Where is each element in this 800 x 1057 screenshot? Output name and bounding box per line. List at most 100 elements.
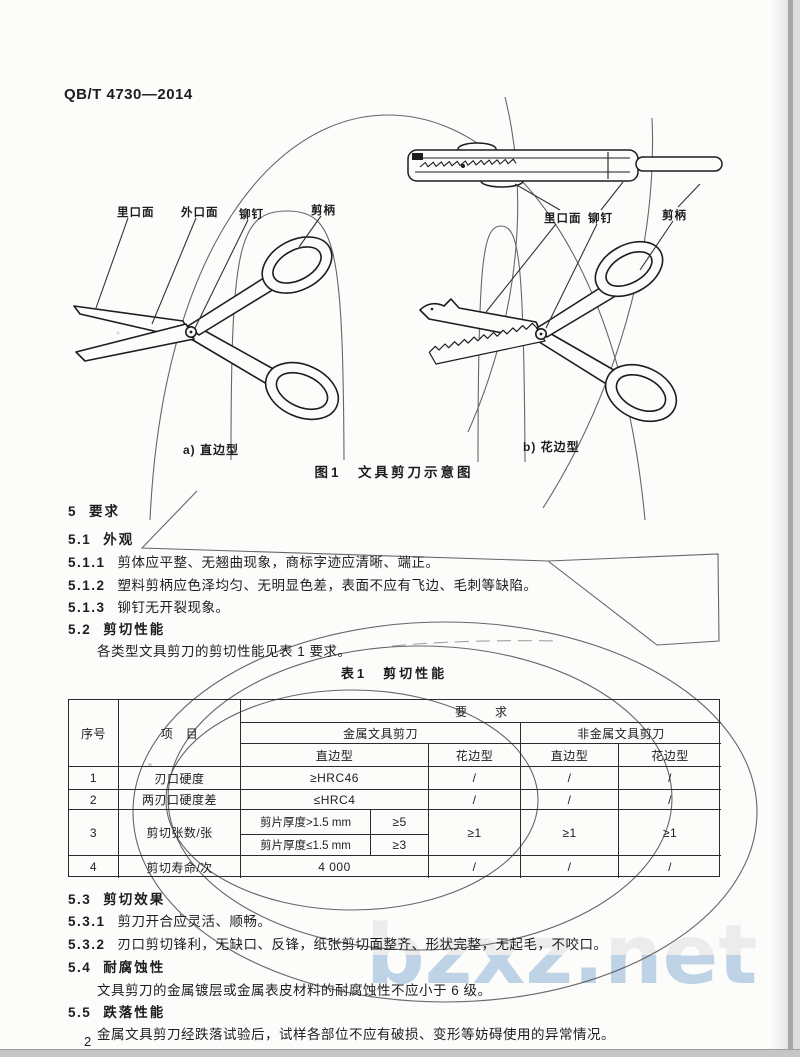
clause-number: 5.1.2 (68, 578, 106, 593)
clause-5-3-1: 5.3.1 剪刀开合应灵活、顺畅。 (68, 910, 272, 930)
scissors-straight-figure (73, 236, 340, 421)
table-cell: / (619, 790, 721, 810)
table-cell: 剪片厚度>1.5 mm (241, 810, 371, 835)
clause-5-1-3: 5.1.3 铆钉无开裂现象。 (68, 596, 230, 616)
table-cell: 剪切张数/张 (119, 810, 241, 856)
table-cell: 1 (69, 767, 119, 790)
col-header-no: 序号 (69, 700, 119, 767)
table-cell: 4 (69, 856, 119, 878)
figure-caption-b: b) 花边型 (523, 440, 580, 454)
col-header-requirement: 要 求 (241, 700, 721, 723)
clause-5-3-2: 5.3.2 刃口剪切锋利，无缺口、反锋，纸张剪切面整齐、形状完整，无起毛，不咬口。 (68, 933, 608, 953)
col-header-metal-straight: 直边型 (241, 744, 429, 767)
clause-number: 5 (68, 504, 78, 519)
scissors-shank (185, 326, 278, 385)
table-cell: / (619, 767, 721, 790)
clause-text: 塑料剪柄应色泽均匀、无明显色差，表面不应有飞边、毛刺等缺陷。 (117, 578, 538, 593)
scissors-shank (536, 278, 625, 338)
clause-5-5: 5.5 跌落性能 (68, 1001, 165, 1021)
table-cell: 剪片厚度≤1.5 mm (241, 835, 371, 856)
table-cell: ≥5 (371, 810, 429, 835)
table-cell: / (521, 856, 619, 878)
bottom-edge-shadow (0, 1049, 800, 1057)
clause-title: 要求 (89, 504, 121, 519)
scissors-shank (535, 330, 627, 391)
table-cell: 两刃口硬度差 (119, 790, 241, 810)
col-header-nonmetal: 非金属文具剪刀 (521, 723, 721, 744)
clause-title: 剪切性能 (103, 622, 166, 637)
clause-text: 刃口剪切锋利，无缺口、反锋，纸张剪切面整齐、形状完整，无起毛，不咬口。 (117, 937, 608, 952)
clause-5-2-body: 各类型文具剪刀的剪切性能见表 1 要求。 (97, 640, 352, 660)
table-cell: ≥1 (619, 810, 721, 856)
clause-5: 5 要求 (68, 500, 120, 520)
clause-5-5-body: 金属文具剪刀经跌落试验后，试样各部位不应有破损、变形等妨碍使用的异常情况。 (97, 1023, 615, 1043)
table-cell: ≥HRC46 (241, 767, 429, 790)
table-cell: / (521, 767, 619, 790)
scissors-blade (419, 298, 546, 342)
clause-5-2: 5.2 剪切性能 (68, 618, 165, 638)
clause-5-1-1: 5.1.1 剪体应平整、无翘曲现象，商标字迹应清晰、端正。 (68, 551, 440, 571)
col-header-metal-lace: 花边型 (429, 744, 521, 767)
table-cell: 刃口硬度 (119, 767, 241, 790)
table-cell: 3 (69, 810, 119, 856)
figure-label-inner-face: 里口面 (117, 207, 155, 219)
table-cell: ≥1 (429, 810, 521, 856)
clause-number: 5.3 (68, 892, 92, 907)
scissors-handle-ring (261, 236, 333, 294)
clause-number: 5.3.1 (68, 914, 106, 929)
table-title: 表1 剪切性能 (340, 666, 448, 681)
scissors-blade (73, 305, 194, 341)
rivet (185, 325, 198, 338)
scissors-handle-ring (264, 361, 340, 421)
figure-label-rivet-right: 铆钉 (588, 213, 613, 225)
clause-number: 5.5 (68, 1005, 92, 1020)
right-edge-margin (793, 0, 800, 1057)
clause-number: 5.1.1 (68, 555, 106, 570)
scissors-shank (187, 273, 280, 336)
col-header-metal: 金属文具剪刀 (241, 723, 521, 744)
table-cell: / (521, 790, 619, 810)
clause-title: 跌落性能 (103, 1005, 166, 1020)
table-cell: ≥1 (521, 810, 619, 856)
cutting-performance-table: 序号 项 目 要 求 金属文具剪刀 非金属文具剪刀 直边型 花边型 直边型 花边… (68, 699, 721, 878)
table-cell: / (429, 856, 521, 878)
col-header-nonmetal-straight: 直边型 (521, 744, 619, 767)
clause-text: 金属文具剪刀经跌落试验后，试样各部位不应有破损、变形等妨碍使用的异常情况。 (97, 1027, 615, 1042)
clause-text: 剪体应平整、无翘曲现象，商标字迹应清晰、端正。 (117, 555, 440, 570)
scissors-handle-ring (604, 363, 678, 423)
clause-number: 5.2 (68, 622, 92, 637)
table-cell: / (668, 860, 672, 874)
clause-number: 5.1.3 (68, 600, 106, 615)
scissors-handle-ring (594, 240, 664, 298)
table-cell: ≤HRC4 (241, 790, 429, 810)
clause-5-1-2: 5.1.2 塑料剪柄应色泽均匀、无明显色差，表面不应有飞边、毛刺等缺陷。 (68, 574, 538, 594)
table-cell: 2 (69, 790, 119, 810)
clause-5-3: 5.3 剪切效果 (68, 888, 165, 908)
page-number: 2 (84, 1034, 92, 1049)
table-cell: / (429, 790, 521, 810)
figure-label-handle: 剪柄 (311, 205, 336, 217)
figure-label-inner-face-right: 里口面 (544, 213, 582, 225)
table-cell: 4 000 (241, 856, 429, 878)
table-cell: 剪切寿命/次 (119, 856, 241, 878)
figure-caption-a: a) 直边型 (183, 443, 240, 457)
clause-text: 剪刀开合应灵活、顺畅。 (117, 914, 272, 929)
figure-label-rivet: 铆钉 (239, 209, 264, 221)
clause-number: 5.3.2 (68, 937, 106, 952)
right-edge-shadow (770, 0, 788, 1057)
right-edge-line (788, 0, 793, 1057)
standard-code: QB/T 4730—2014 (64, 86, 193, 103)
scissors-closed-figure (407, 142, 723, 188)
clause-number: 5.4 (68, 960, 92, 975)
col-header-nonmetal-lace: 花边型 (619, 744, 721, 767)
clause-title: 剪切效果 (103, 892, 166, 907)
clause-number: 5.1 (68, 532, 92, 547)
figure-label-outer-face: 外口面 (181, 207, 219, 219)
scissors-blade (75, 323, 195, 362)
clause-5-4-body: 文具剪刀的金属镀层或金属表皮材料的耐腐蚀性不应小于 6 级。 (97, 979, 492, 999)
clause-text: 铆钉无开裂现象。 (117, 600, 230, 615)
rivet (534, 327, 547, 340)
